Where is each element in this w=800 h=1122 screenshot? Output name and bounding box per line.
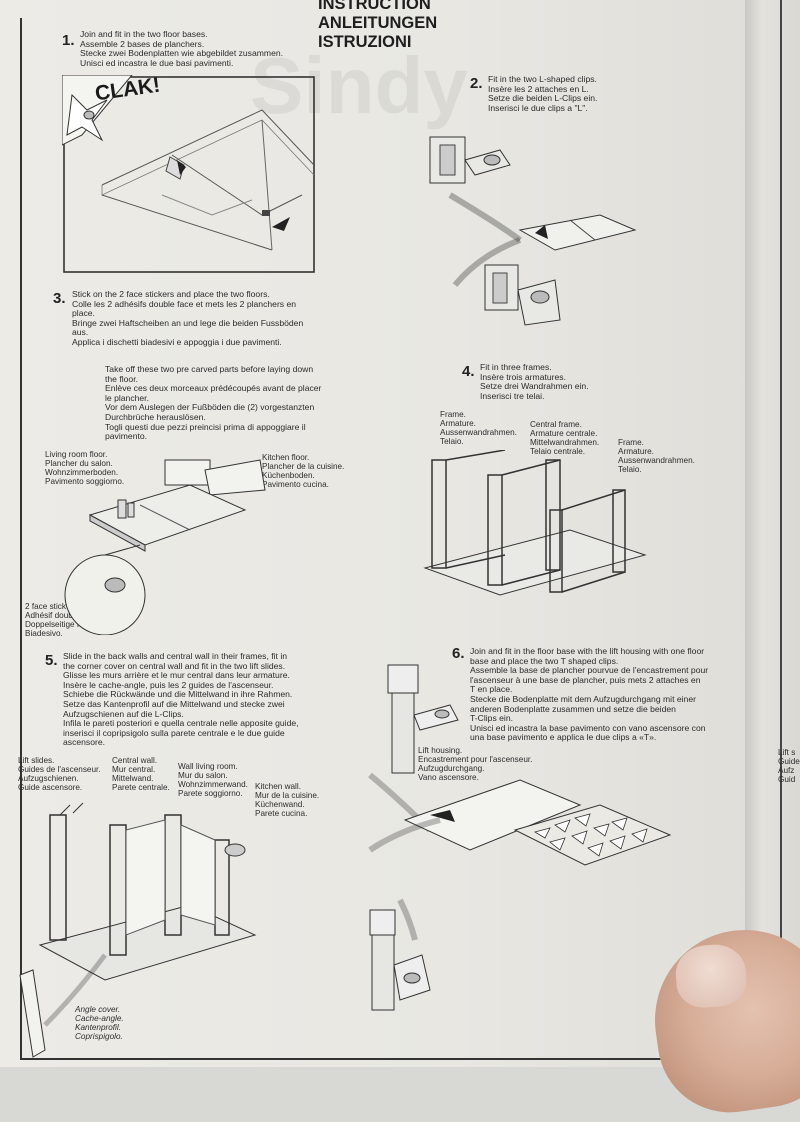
next-page-fragment: Lift s Guide Aufz Guid bbox=[778, 748, 800, 784]
page-border bbox=[20, 18, 757, 1060]
step-6-number: 6. bbox=[452, 645, 465, 662]
wall-living-room-label: Wall living room. Mur du salon. Wohnzimm… bbox=[178, 762, 248, 798]
kitchen-floor-label: Kitchen floor. Plancher de la cuisine. K… bbox=[262, 453, 345, 489]
background-watermark: Sindy bbox=[250, 41, 468, 130]
step-6-text: Join and fit in the floor base with the … bbox=[470, 646, 709, 743]
step-2-text: Fit in the two L-shaped clips. Insère le… bbox=[488, 74, 598, 113]
step-3-diagram bbox=[64, 459, 266, 635]
frame-right-label: Frame. Armature. Aussenwandrahmen. Telai… bbox=[618, 438, 695, 474]
step-3-number: 3. bbox=[53, 290, 66, 307]
step-5-text: Slide in the back walls and central wall… bbox=[63, 651, 299, 748]
lift-slides-label: Lift slides. Guides de l'ascenseur. Aufz… bbox=[18, 756, 101, 792]
adjacent-sheet-border bbox=[780, 0, 782, 1040]
step-4-text: Fit in three frames. Insère trois armatu… bbox=[480, 362, 589, 401]
angle-cover-label: Angle cover. Cache-angle. Kantenprofil. … bbox=[75, 1005, 124, 1041]
step-2-diagram bbox=[429, 136, 637, 326]
step-3-note: Take off these two pre carved parts befo… bbox=[105, 364, 322, 442]
step-4-diagram bbox=[423, 450, 647, 596]
page-title: INSTRUCTION ANLEITUNGEN ISTRUZIONI bbox=[318, 0, 438, 51]
lift-housing-label: Lift housing. Encastrement pour l'ascens… bbox=[418, 746, 533, 782]
kitchen-wall-label: Kitchen wall. Mur de la cuisine. Küchenw… bbox=[255, 782, 320, 818]
step-1-diagram bbox=[62, 75, 315, 273]
step-4-number: 4. bbox=[462, 363, 475, 380]
step-5-number: 5. bbox=[45, 652, 58, 669]
central-wall-label: Central wall. Mur central. Mittelwand. P… bbox=[112, 756, 170, 792]
frame-left-label: Frame. Armature. Aussenwandrahmen. Telai… bbox=[440, 410, 517, 446]
step-3-text: Stick on the 2 face stickers and place t… bbox=[72, 289, 304, 347]
step-2-number: 2. bbox=[470, 75, 483, 92]
step-1-number: 1. bbox=[62, 32, 75, 49]
central-frame-label: Central frame. Armature centrale. Mittel… bbox=[530, 420, 600, 456]
step-5-diagram bbox=[19, 802, 257, 1058]
step-6-diagram bbox=[368, 664, 672, 1011]
step-1-text: Join and fit in the two floor bases. Ass… bbox=[80, 29, 284, 68]
living-room-floor-label: Living room floor. Plancher du salon. Wo… bbox=[45, 450, 125, 486]
adjacent-sheet bbox=[745, 0, 800, 1067]
